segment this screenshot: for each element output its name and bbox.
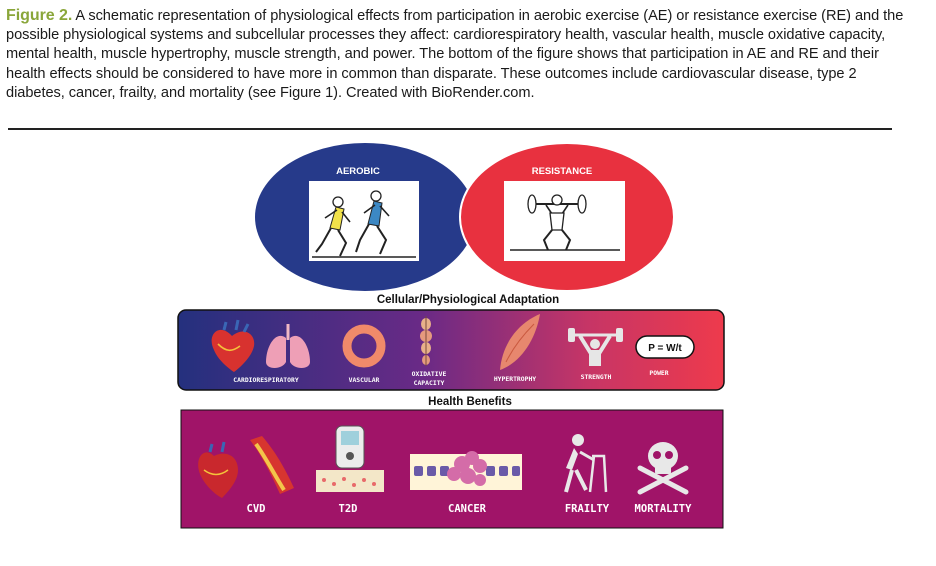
muscle-icon (500, 314, 540, 370)
artery-icon (250, 436, 294, 494)
benefit-label-cancer: CANCER (448, 503, 487, 515)
power-formula: P = W/t (648, 343, 682, 354)
benefit-label-frailty: FRAILTY (565, 503, 610, 515)
caption-text: A schematic representation of physiologi… (6, 8, 904, 101)
benefit-label-mortality: MORTALITY (635, 503, 693, 515)
cancer-cells-icon (410, 451, 522, 490)
lungs-icon (266, 324, 310, 368)
adaptation-title: Cellular/Physiological Adaptation (377, 294, 559, 306)
power-formula-badge: P = W/t (635, 335, 695, 359)
mitochondria-icon (420, 316, 432, 366)
weightlifter-icon (510, 194, 620, 251)
frailty-walker-icon (564, 434, 608, 493)
vascular-ring-icon (342, 324, 386, 368)
adaptation-label-vascular: VASCULAR (349, 376, 380, 384)
aerobic-label: AEROBIC (336, 166, 380, 177)
strength-lifter-icon (568, 328, 623, 366)
resistance-label: RESISTANCE (532, 166, 593, 177)
benefit-label-cvd: CVD (247, 503, 266, 515)
adaptation-label-power: POWER (649, 369, 668, 377)
figure-caption: Figure 2. A schematic representation of … (6, 6, 906, 103)
adaptation-label-strength: STRENGTH (581, 373, 612, 381)
adaptation-label-capacity: CAPACITY (414, 379, 445, 387)
runners-icon (312, 190, 416, 258)
skull-crossbones-icon (637, 442, 689, 495)
aerobic-circle (255, 143, 475, 291)
figure-label: Figure 2. (6, 7, 73, 24)
glucose-meter-icon (316, 425, 384, 492)
benefit-label-t2d: T2D (339, 503, 358, 515)
caption-divider (8, 128, 892, 130)
adaptation-label-cardiorespiratory: CARDIORESPIRATORY (233, 376, 299, 384)
adaptation-label-hypertrophy: HYPERTROPHY (494, 375, 536, 383)
resistance-circle (459, 142, 675, 292)
heart-icon (211, 319, 255, 372)
cvd-heart-icon (198, 441, 238, 498)
adaptation-label-oxidative: OXIDATIVE (412, 370, 447, 378)
benefits-title: Health Benefits (428, 396, 512, 408)
adaptation-panel (177, 309, 725, 391)
